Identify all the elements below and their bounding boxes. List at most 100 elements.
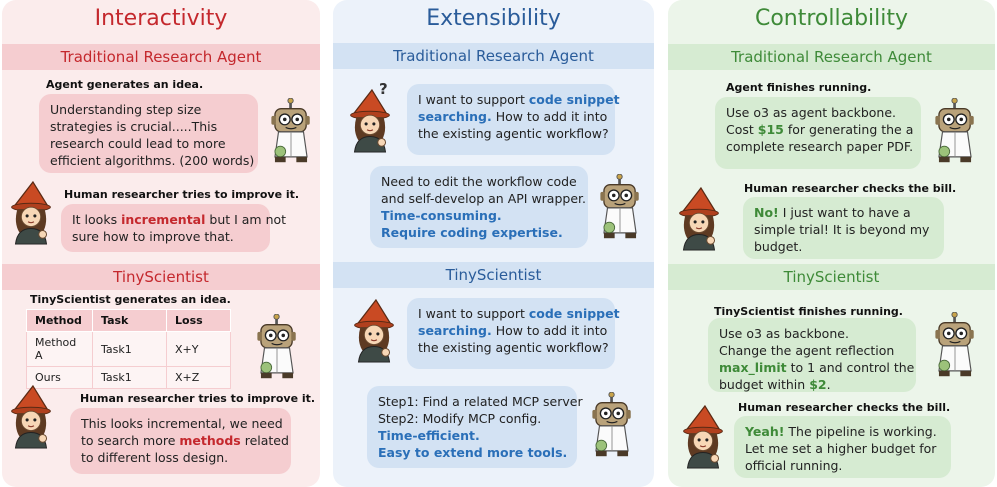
agent-finish-caption: Agent finishes running. [726, 81, 872, 94]
agent-answer-bubble: Need to edit the workflow code and self-… [370, 166, 588, 248]
coding-expertise-label: Require coding expertise. [381, 225, 563, 240]
result-text: Change the agent reflection [719, 343, 895, 358]
human-request-bubble: I want to support code snippet searching… [407, 84, 620, 155]
request-text: How to add it into [491, 323, 608, 338]
human-researcher-icon [10, 181, 52, 245]
code-snippet-keyword: code snippet [528, 92, 620, 107]
reply-text: budget. [754, 239, 803, 254]
agent-idea-bubble: Understanding step size strategies is cr… [39, 94, 258, 173]
result-text: for generating the a [783, 122, 914, 137]
reply-text: simple trial! It is beyond my [754, 222, 930, 237]
agent-idea-caption: Agent generates an idea. [46, 78, 204, 91]
result-text: complete research paper PDF. [726, 139, 914, 154]
table-cell: Method A [26, 331, 93, 367]
idea-table: Method Task Loss Method A Task1 X+Y Ours… [26, 309, 231, 389]
result-text: budget within [719, 377, 810, 392]
searching-keyword: searching. [418, 323, 492, 338]
robot-scientist-icon [934, 98, 975, 163]
reply-text: Let me set a higher budget for [745, 441, 937, 456]
easy-to-extend-label: Easy to extend more tools. [378, 445, 568, 460]
human-researcher-icon [678, 187, 720, 251]
human-request-bubble: I want to support code snippet searching… [407, 298, 620, 369]
human-reply-bubble: This looks incremental, we need to searc… [70, 408, 291, 474]
result-text: Cost [726, 122, 758, 137]
answer-text: and self-develop an API wrapper. [381, 191, 586, 206]
agent-result-bubble: Use o3 as agent backbone. Cost $15 for g… [715, 97, 921, 169]
request-text: I want to support [418, 92, 529, 107]
extensibility-panel: Extensibility Traditional Research Agent… [333, 0, 654, 487]
table-cell: Ours [26, 366, 93, 389]
table-row: Ours Task1 X+Z [26, 366, 231, 389]
robot-scientist-icon [270, 98, 311, 163]
human-check-caption: Human researcher checks the bill. [744, 182, 957, 195]
controllability-panel: Controllability Traditional Research Age… [668, 0, 995, 487]
human-researcher-icon [353, 299, 395, 363]
idea-line: Understanding step size [50, 102, 202, 117]
request-text: the existing agentic workflow? [418, 126, 609, 141]
table-cell: X+Y [166, 331, 231, 367]
tinyscientist-idea-caption: TinyScientist generates an idea. [30, 293, 231, 306]
human-reply-bubble: It looks incremental but I am not sure h… [61, 204, 286, 252]
interactivity-title: Interactivity [94, 6, 228, 31]
searching-keyword: searching. [418, 109, 492, 124]
robot-scientist-icon [256, 314, 297, 379]
table-cell: X+Z [166, 366, 231, 389]
table-cell: Task1 [92, 331, 167, 367]
methods-keyword: methods [179, 433, 241, 448]
column-header: Loss [166, 309, 231, 332]
agent-result-bubble: Use o3 as backbone. Change the agent ref… [708, 318, 916, 392]
request-text: How to add it into [491, 109, 608, 124]
reply-text: I just want to have a [778, 205, 911, 220]
column-header: Method [26, 309, 93, 332]
traditional-agent-band: Traditional Research Agent [2, 44, 320, 70]
robot-scientist-icon [591, 392, 632, 457]
result-text: to 1 and control the [786, 360, 915, 375]
human-improve-caption: Human researcher tries to improve it. [80, 392, 316, 405]
human-researcher-icon [682, 405, 724, 469]
budget-2-value: $2 [809, 377, 827, 392]
reply-text: related [240, 433, 289, 448]
human-reply-bubble: Yeah! The pipeline is working. Let me se… [734, 416, 951, 478]
tinyscientist-finish-caption: TinyScientist finishes running. [714, 305, 903, 318]
traditional-agent-band: Traditional Research Agent [333, 43, 654, 69]
reply-text: to different loss design. [81, 450, 229, 465]
request-text: I want to support [418, 306, 529, 321]
reply-text: to search more [81, 433, 180, 448]
time-efficient-label: Time-efficient. [378, 428, 480, 443]
human-improve-caption: Human researcher tries to improve it. [64, 188, 300, 201]
traditional-agent-band: Traditional Research Agent [668, 44, 995, 70]
time-consuming-label: Time-consuming. [381, 208, 502, 223]
agent-answer-bubble: Step1: Find a related MCP server Step2: … [367, 386, 583, 468]
reply-text: This looks incremental, we need [81, 416, 283, 431]
tinyscientist-band: TinyScientist [2, 264, 320, 290]
table-row: Method A Task1 X+Y [26, 331, 231, 367]
tinyscientist-band: TinyScientist [668, 264, 995, 290]
code-snippet-keyword: code snippet [528, 306, 620, 321]
controllability-title: Controllability [754, 6, 909, 31]
max-limit-keyword: max_limit [719, 360, 787, 375]
answer-text: Step2: Modify MCP config. [378, 411, 542, 426]
idea-line: research could lead to more [50, 136, 226, 151]
reply-text: sure how to improve that. [72, 229, 234, 244]
human-reply-bubble: No! I just want to have a simple trial! … [743, 197, 944, 259]
answer-text: Need to edit the workflow code [381, 174, 577, 189]
robot-scientist-icon [934, 312, 975, 377]
reply-text: but I am not [205, 212, 287, 227]
column-header: Task [92, 309, 167, 332]
extensibility-title: Extensibility [426, 6, 561, 31]
cost-15-value: $15 [757, 122, 784, 137]
robot-scientist-icon [599, 174, 640, 239]
no-keyword: No! [754, 205, 779, 220]
reply-text: It looks [72, 212, 122, 227]
answer-text: Step1: Find a related MCP server [378, 394, 583, 409]
table-cell: Task1 [92, 366, 167, 389]
result-text: Use o3 as backbone. [719, 326, 849, 341]
tinyscientist-band: TinyScientist [333, 262, 654, 288]
incremental-keyword: incremental [121, 212, 206, 227]
idea-line: efficient algorithms. (200 words) [50, 153, 255, 168]
result-text: Use o3 as agent backbone. [726, 105, 897, 120]
yeah-keyword: Yeah! [745, 424, 785, 439]
table-header-row: Method Task Loss [26, 309, 231, 332]
human-researcher-icon [10, 385, 52, 449]
reply-text: official running. [745, 458, 843, 473]
